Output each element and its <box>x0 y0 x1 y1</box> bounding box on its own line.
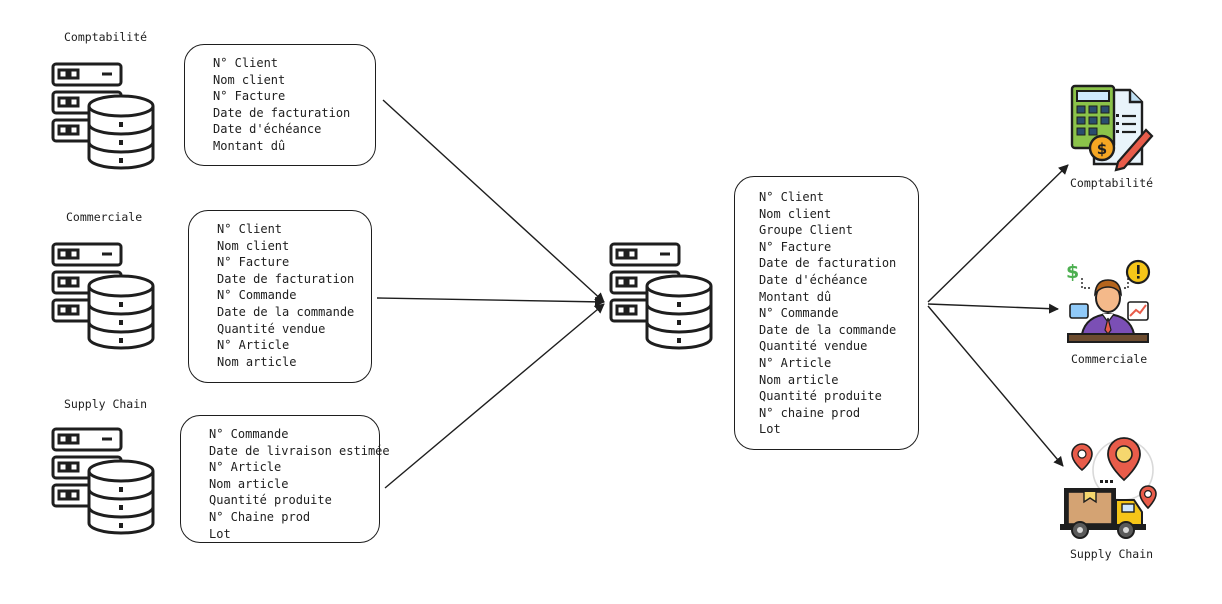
field-item: N° Facture <box>217 255 290 270</box>
field-card-commerciale: N° Client Nom client N° Facture Date de … <box>188 210 372 383</box>
field-item: Nom client <box>759 206 832 221</box>
field-item: N° Chaine prod <box>209 509 311 524</box>
field-item: N° Article <box>217 338 290 353</box>
source-label-comptabilite: Comptabilité <box>64 30 148 44</box>
businessman-icon: $ <box>1066 259 1151 343</box>
field-item: Date d'échéance <box>213 122 322 137</box>
field-item: N° Client <box>213 56 279 70</box>
field-item: N° Facture <box>759 239 832 254</box>
field-item: N° Commande <box>759 306 839 321</box>
field-item: Date de facturation <box>213 105 351 120</box>
database-server-icon <box>51 242 155 350</box>
source-label-supply-chain: Supply Chain <box>64 397 148 411</box>
target-label-commerciale: Commerciale <box>1071 352 1148 366</box>
field-item: Lot <box>759 422 781 437</box>
field-list: N° Client Nom client Groupe Client N° Fa… <box>759 189 918 438</box>
field-item: Date de livraison estimée <box>209 443 390 458</box>
field-item: Date de facturation <box>217 271 355 286</box>
field-item: N° Article <box>759 355 832 370</box>
field-item: Montant dû <box>213 138 286 153</box>
field-item: Nom client <box>213 72 286 87</box>
field-item: Quantité vendue <box>759 339 868 354</box>
source-label-commerciale: Commerciale <box>66 210 143 224</box>
field-item: Date de la commande <box>217 304 355 319</box>
field-item: N° Facture <box>213 89 286 104</box>
field-item: Quantité vendue <box>217 321 326 336</box>
svg-text:$: $ <box>1097 140 1107 158</box>
accounting-calculator-icon: $ <box>1070 84 1154 172</box>
field-item: Lot <box>209 526 231 541</box>
arrow-supplychain-to-central <box>384 303 605 489</box>
arrow-central-to-comptabilite <box>927 164 1069 303</box>
database-server-icon <box>51 427 155 535</box>
field-item: N° Client <box>759 190 825 204</box>
field-item: N° Client <box>217 222 283 236</box>
delivery-truck-icon <box>1060 437 1157 539</box>
field-item: Date de facturation <box>759 256 897 271</box>
target-label-supply-chain: Supply Chain <box>1070 547 1154 561</box>
field-card-comptabilite: N° Client Nom client N° Facture Date de … <box>184 44 376 166</box>
field-item: Nom article <box>217 354 297 369</box>
field-item: Quantité produite <box>759 389 882 404</box>
field-card-supply-chain: N° Commande Date de livraison estimée N°… <box>180 415 390 543</box>
field-item: N° Commande <box>209 427 289 441</box>
arrow-commerciale-to-central <box>376 296 605 307</box>
field-item: Quantité produite <box>209 493 332 508</box>
field-item: Montant dû <box>759 289 832 304</box>
field-item: Nom article <box>759 372 839 387</box>
target-label-comptabilite: Comptabilité <box>1070 176 1154 190</box>
field-item: N° Article <box>209 460 282 475</box>
arrow-central-to-commerciale <box>927 303 1059 314</box>
arrow-comptabilite-to-central <box>382 99 605 303</box>
field-card-central: N° Client Nom client Groupe Client N° Fa… <box>734 176 919 450</box>
field-item: Date d'échéance <box>759 272 868 287</box>
field-list: N° Client Nom client N° Facture Date de … <box>217 221 371 370</box>
field-item: Nom article <box>209 476 289 491</box>
field-item: Groupe Client <box>759 223 853 238</box>
field-list: N° Client Nom client N° Facture Date de … <box>213 55 375 155</box>
field-item: N° Commande <box>217 288 297 303</box>
svg-text:$: $ <box>1066 261 1079 283</box>
field-list: N° Commande Date de livraison estimée N°… <box>209 426 390 542</box>
arrow-central-to-supplychain <box>927 305 1064 467</box>
field-item: N° chaine prod <box>759 405 861 420</box>
database-server-icon <box>51 62 155 170</box>
field-item: Date de la commande <box>759 322 897 337</box>
central-database-icon <box>609 242 713 350</box>
field-item: Nom client <box>217 238 290 253</box>
